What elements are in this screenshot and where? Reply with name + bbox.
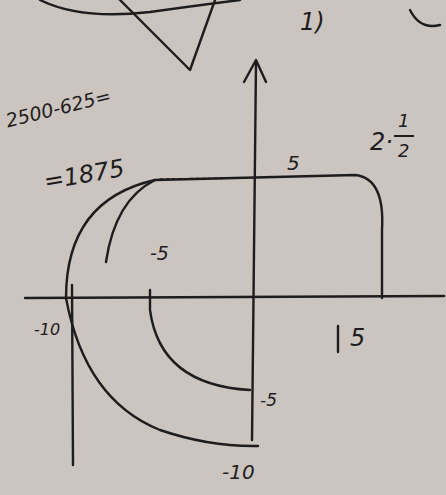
vertical-line bbox=[72, 285, 73, 465]
inner-arc bbox=[150, 290, 250, 390]
axis-value: 5 bbox=[350, 326, 365, 350]
axis-value: -10 bbox=[34, 322, 60, 338]
outer-lower-arc bbox=[66, 298, 258, 446]
y-axis bbox=[252, 62, 256, 440]
fraction-number: 1 bbox=[398, 112, 409, 130]
axis-arrowhead bbox=[244, 60, 266, 82]
axis-value: 5 bbox=[287, 153, 300, 173]
item-number: 1) bbox=[300, 10, 325, 34]
fraction-number: 2 bbox=[398, 142, 409, 160]
axis-value: -5 bbox=[150, 244, 169, 263]
result: =1875 bbox=[42, 156, 126, 194]
dotted-line bbox=[160, 178, 250, 179]
curve bbox=[106, 180, 155, 262]
outer-curve bbox=[66, 175, 382, 298]
scribble bbox=[120, 0, 215, 70]
equation: 2500-625= bbox=[4, 86, 113, 130]
scribble bbox=[410, 10, 440, 26]
axis-value: -10 bbox=[222, 462, 255, 482]
axis-value: -5 bbox=[260, 392, 277, 409]
fraction-bar bbox=[394, 135, 414, 137]
formula-part: 2· bbox=[370, 130, 393, 154]
tick bbox=[337, 326, 339, 352]
